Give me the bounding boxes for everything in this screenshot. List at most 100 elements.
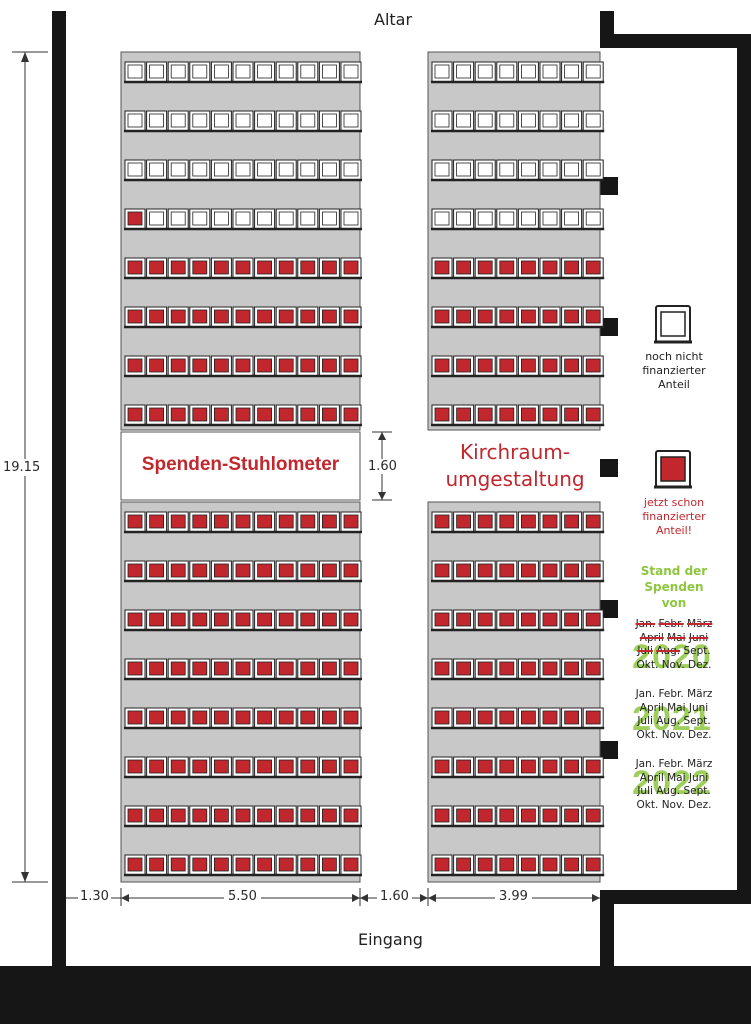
seat	[517, 159, 540, 182]
seat	[340, 61, 362, 84]
floor-band	[0, 966, 751, 1024]
seat	[318, 609, 341, 632]
seat	[145, 511, 168, 534]
seat	[452, 61, 475, 84]
seat	[145, 257, 168, 280]
seat	[296, 159, 319, 182]
seat	[474, 306, 497, 329]
seat	[210, 560, 233, 583]
seat	[253, 355, 276, 378]
month-label: Juni	[688, 631, 709, 644]
seat	[296, 257, 319, 280]
seat	[210, 805, 233, 828]
side-aisle-dimension: 1.30	[78, 889, 111, 904]
month-label: Dez.	[688, 728, 712, 741]
seat	[340, 355, 362, 378]
seat	[431, 658, 453, 681]
seat	[582, 511, 605, 534]
right-wall-lower	[600, 890, 614, 969]
seat	[275, 404, 298, 427]
seat	[340, 756, 362, 779]
month-row: April Mai Juni	[624, 702, 724, 716]
seat	[296, 560, 319, 583]
seat	[124, 404, 146, 427]
seat	[253, 404, 276, 427]
seat	[318, 257, 341, 280]
seat	[296, 208, 319, 231]
seat	[340, 560, 362, 583]
seat	[560, 404, 583, 427]
month-label: Aug.	[656, 645, 681, 657]
seat	[275, 159, 298, 182]
seat	[145, 208, 168, 231]
seat	[452, 756, 475, 779]
seat	[167, 404, 190, 427]
seat-group	[124, 61, 605, 877]
seat	[517, 511, 540, 534]
seat	[431, 609, 453, 632]
seat	[296, 511, 319, 534]
seat	[431, 854, 453, 877]
seat	[431, 756, 453, 779]
seat	[539, 707, 561, 730]
seat	[145, 355, 168, 378]
seat	[124, 805, 146, 828]
seat	[232, 609, 254, 632]
seat	[188, 805, 211, 828]
seat	[582, 159, 605, 182]
seat	[582, 110, 605, 133]
seat	[495, 609, 518, 632]
seat	[495, 658, 518, 681]
month-row: April Mai Juni	[624, 632, 724, 646]
seat	[145, 756, 168, 779]
seat	[188, 159, 211, 182]
subtitle-line-1: Kirchraum-	[460, 440, 570, 464]
seat	[318, 110, 341, 133]
seat	[582, 756, 605, 779]
seat	[452, 854, 475, 877]
progress-heading: Stand der Spenden von	[628, 563, 720, 611]
seat	[232, 854, 254, 877]
seat	[340, 404, 362, 427]
seat	[474, 707, 497, 730]
seat	[539, 208, 561, 231]
seat	[318, 756, 341, 779]
seat	[232, 355, 254, 378]
seat	[431, 257, 453, 280]
seat	[296, 854, 319, 877]
seat	[167, 805, 190, 828]
seat	[253, 707, 276, 730]
altar-label: Altar	[374, 10, 413, 29]
seat	[539, 658, 561, 681]
month-label: April	[639, 631, 664, 644]
month-label: Okt.	[636, 798, 659, 811]
seat	[275, 658, 298, 681]
seat	[495, 110, 518, 133]
seat	[318, 404, 341, 427]
seat	[210, 658, 233, 681]
seat	[167, 609, 190, 632]
seat	[296, 658, 319, 681]
seat	[495, 306, 518, 329]
arrowhead	[592, 894, 600, 902]
seat	[145, 805, 168, 828]
center-aisle-dimension: 1.60	[377, 889, 412, 904]
seat	[431, 208, 453, 231]
year-watermarks: 2020 2021 2022	[632, 638, 711, 802]
progress-heading-line: von	[661, 596, 687, 610]
arrowhead	[360, 894, 368, 902]
seat	[188, 756, 211, 779]
seat	[167, 208, 190, 231]
seat	[253, 805, 276, 828]
seat	[431, 404, 453, 427]
arrowhead	[378, 492, 386, 500]
seat	[318, 560, 341, 583]
seat	[232, 560, 254, 583]
seat	[340, 707, 362, 730]
seat	[296, 805, 319, 828]
seat	[318, 658, 341, 681]
seat	[124, 61, 146, 84]
seat	[253, 208, 276, 231]
month-label: Juni	[688, 771, 709, 784]
month-label: Nov.	[661, 798, 685, 811]
